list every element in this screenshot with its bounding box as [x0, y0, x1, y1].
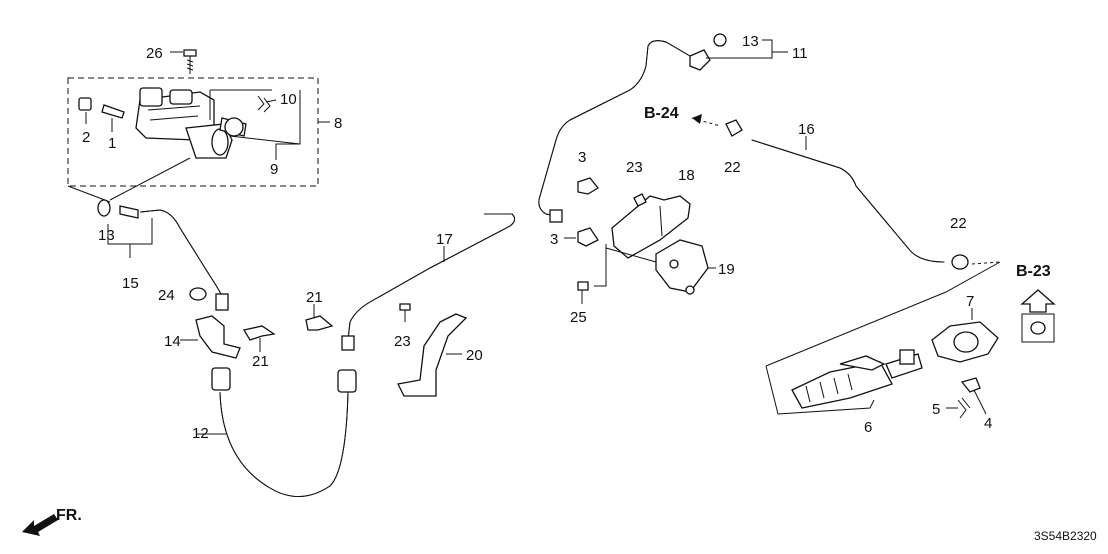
- diagram-code: 3S54B2320: [1034, 529, 1097, 543]
- bracket-14-clips-21: [180, 304, 334, 359]
- callout-3-upper: 3: [578, 149, 586, 166]
- callout-21-upper: 21: [306, 289, 323, 306]
- callout-2: 2: [82, 129, 90, 146]
- callout-13-left: 13: [98, 227, 115, 244]
- ref-b24-group: [691, 114, 743, 137]
- callout-7: 7: [966, 293, 974, 310]
- callout-19: 19: [718, 261, 735, 278]
- callout-16: 16: [798, 121, 815, 138]
- slave-cylinder-assembly: [67, 49, 330, 187]
- callout-22-lower: 22: [950, 215, 967, 232]
- callout-9: 9: [270, 161, 278, 178]
- clutch-pipe-15: [67, 157, 229, 311]
- callout-20: 20: [466, 347, 483, 364]
- callout-23-upper: 23: [626, 159, 643, 176]
- ref-b24[interactable]: B-24: [644, 105, 679, 122]
- callout-3-lower: 3: [550, 231, 558, 248]
- master-cylinder-bracket-group: [564, 177, 716, 304]
- clutch-pipe-17: [341, 213, 516, 351]
- master-cylinder-6: [765, 261, 1001, 419]
- callout-15: 15: [122, 275, 139, 292]
- callout-21-lower: 21: [252, 353, 269, 370]
- callout-18: 18: [678, 167, 695, 184]
- callout-5: 5: [932, 401, 940, 418]
- callout-4: 4: [984, 415, 992, 432]
- bracket-20: [397, 313, 468, 397]
- callout-10: 10: [280, 91, 297, 108]
- clutch-hose-12: [196, 367, 357, 497]
- callout-23-lower: 23: [394, 333, 411, 350]
- ref-b23[interactable]: B-23: [1016, 263, 1051, 280]
- callout-13-right: 13: [742, 33, 759, 50]
- callout-1: 1: [108, 135, 116, 152]
- ref-b23-group: [1020, 289, 1056, 343]
- callout-8: 8: [334, 115, 342, 132]
- hose-16: [751, 136, 1001, 270]
- callout-14: 14: [164, 333, 181, 350]
- callout-25: 25: [570, 309, 587, 326]
- front-direction-arrow: [22, 514, 58, 536]
- callout-24: 24: [158, 287, 175, 304]
- callout-17: 17: [436, 231, 453, 248]
- clutch-pipe-11: [538, 33, 788, 223]
- callout-26: 26: [146, 45, 163, 62]
- front-direction-label: FR.: [56, 507, 82, 524]
- callout-12: 12: [192, 425, 209, 442]
- callout-11: 11: [792, 45, 808, 62]
- callout-22-upper: 22: [724, 159, 741, 176]
- callout-6: 6: [864, 419, 872, 436]
